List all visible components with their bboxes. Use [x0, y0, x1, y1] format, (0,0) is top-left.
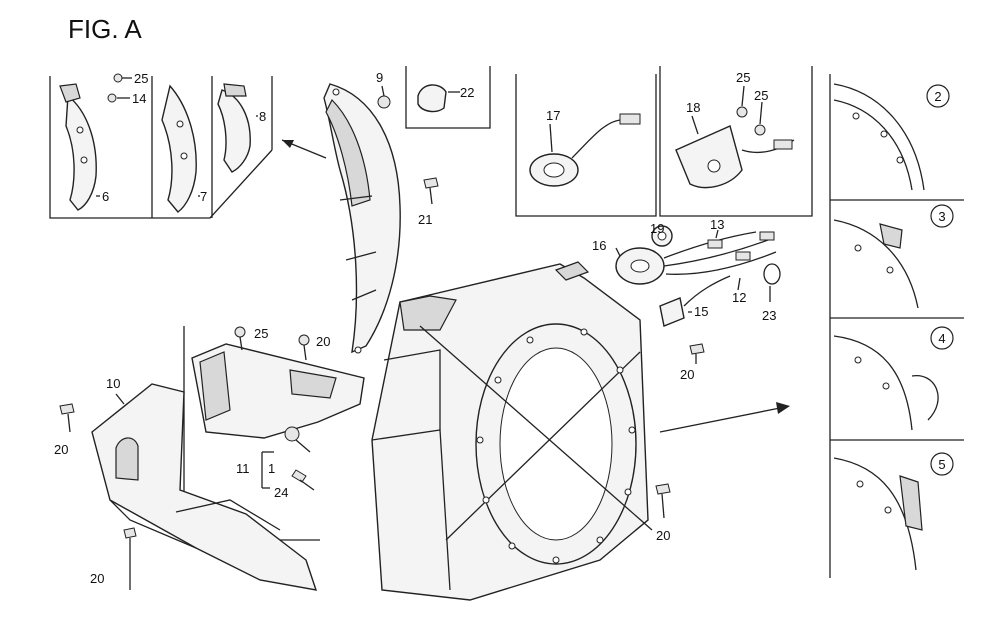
callout-10: 10 — [106, 376, 120, 391]
detail-view-5: 5 — [930, 452, 954, 476]
pointer-arrow-right — [659, 407, 781, 433]
detail-view-3: 3 — [930, 204, 954, 228]
part-20-bolt — [59, 403, 75, 415]
part-21-bolt — [423, 177, 439, 189]
callout-6: 6 — [102, 189, 109, 204]
inset-part-18 — [659, 66, 813, 217]
callout-7: 7 — [200, 189, 207, 204]
callout-12: 12 — [732, 290, 746, 305]
part-1-switch — [284, 426, 300, 442]
callout-9: 9 — [376, 70, 383, 85]
part-22-clip — [417, 84, 447, 113]
detail-column — [829, 74, 964, 578]
callout-18: 18 — [686, 100, 700, 115]
callout-20: 20 — [316, 334, 330, 349]
upper-shroud — [323, 83, 401, 354]
callout-15: 15 — [694, 304, 708, 319]
part-6-shroud-segment — [65, 94, 97, 211]
part-11-plate — [191, 343, 365, 439]
part-14-washer — [107, 93, 117, 103]
callout-22: 22 — [460, 85, 474, 100]
part-20-bolt — [655, 483, 671, 495]
detail-view-2: 2 — [926, 84, 950, 108]
callout-13: 13 — [710, 217, 724, 232]
callout-17: 17 — [546, 108, 560, 123]
part-25-screw-mid — [234, 326, 246, 338]
callout-21: 21 — [418, 212, 432, 227]
callout-16: 16 — [592, 238, 606, 253]
callout-20: 20 — [90, 571, 104, 586]
callout-25: 25 — [254, 326, 268, 341]
part-10-cover — [91, 383, 318, 591]
part-7-shroud-segment — [161, 84, 197, 213]
callout-1: 1 — [268, 461, 275, 476]
callout-25: 25 — [754, 88, 768, 103]
figure-title: FIG. A — [68, 14, 142, 44]
part-20-bolt — [123, 527, 137, 539]
part-25-washer — [754, 124, 766, 136]
wiring-cluster — [615, 225, 781, 327]
callout-20: 20 — [656, 528, 670, 543]
part-8-shroud-segment — [217, 89, 251, 173]
detail-view-number: 4 — [938, 331, 945, 346]
part-20-bolt-mid — [298, 334, 310, 346]
detail-view-number: 5 — [938, 457, 945, 472]
callout-20: 20 — [54, 442, 68, 457]
callout-14: 14 — [132, 91, 146, 106]
part-15-module — [659, 297, 685, 327]
callout-11: 11 — [236, 461, 250, 476]
part-9-nut — [377, 95, 391, 109]
callout-23: 23 — [762, 308, 776, 323]
callout-8: 8 — [259, 109, 266, 124]
callout-25: 25 — [736, 70, 750, 85]
part-20-bolt — [689, 343, 705, 355]
part-24-screw — [291, 469, 307, 483]
inset-part-22 — [405, 66, 491, 129]
part-18-bracket — [675, 125, 743, 189]
inset-part-17 — [515, 74, 657, 217]
detail-view-4: 4 — [930, 326, 954, 350]
lower-cover — [91, 383, 318, 591]
callout-19: 19 — [650, 221, 664, 236]
part-25-bolt — [113, 73, 123, 83]
part-25-screw — [736, 106, 748, 118]
detail-view-number: 3 — [938, 209, 945, 224]
detail-view-number: 2 — [934, 89, 941, 104]
callout-20: 20 — [680, 367, 694, 382]
callout-25: 25 — [134, 71, 148, 86]
part-23-clamp — [763, 263, 781, 285]
callout-24: 24 — [274, 485, 288, 500]
fan-housing — [371, 261, 653, 601]
inset-top-left — [49, 73, 273, 219]
